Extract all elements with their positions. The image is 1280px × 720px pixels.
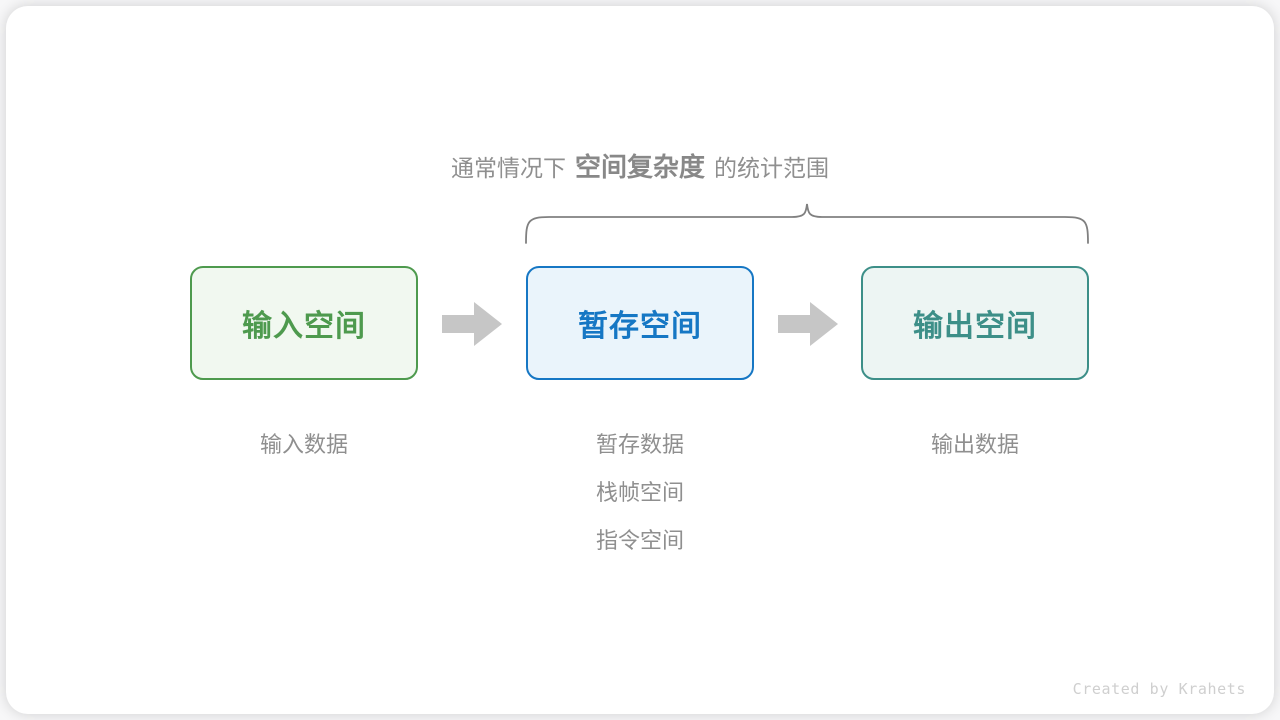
column-input-details: 输入数据 bbox=[154, 421, 454, 469]
curly-brace-icon bbox=[525, 203, 1089, 244]
box-input-space-label: 输入空间 bbox=[242, 310, 366, 343]
input-detail-line: 输入数据 bbox=[259, 432, 348, 457]
caption-suffix: 的统计范围 bbox=[714, 155, 829, 181]
credit-text: Created by Krahets bbox=[1072, 680, 1246, 698]
box-output-space[interactable]: 输出空间 bbox=[861, 266, 1089, 380]
temp-detail-line: 暂存数据 bbox=[595, 432, 684, 457]
temp-detail-line: 栈帧空间 bbox=[595, 480, 684, 505]
output-detail-line: 输出数据 bbox=[930, 432, 1019, 457]
column-output-details: 输出数据 bbox=[825, 421, 1125, 469]
temp-detail-line: 指令空间 bbox=[595, 528, 684, 553]
box-input-space[interactable]: 输入空间 bbox=[190, 266, 418, 380]
box-output-space-label: 输出空间 bbox=[913, 310, 1037, 343]
box-temp-space[interactable]: 暂存空间 bbox=[526, 266, 754, 380]
arrow-input-to-temp-icon bbox=[442, 302, 502, 346]
column-temp-details: 暂存数据 栈帧空间 指令空间 bbox=[490, 421, 790, 565]
caption-highlight: 空间复杂度 bbox=[574, 152, 705, 182]
diagram-caption: 通常情况下空间复杂度的统计范围 bbox=[0, 150, 1280, 185]
caption-prefix: 通常情况下 bbox=[450, 155, 566, 181]
arrow-temp-to-output-icon bbox=[778, 302, 838, 346]
box-temp-space-label: 暂存空间 bbox=[578, 310, 702, 343]
